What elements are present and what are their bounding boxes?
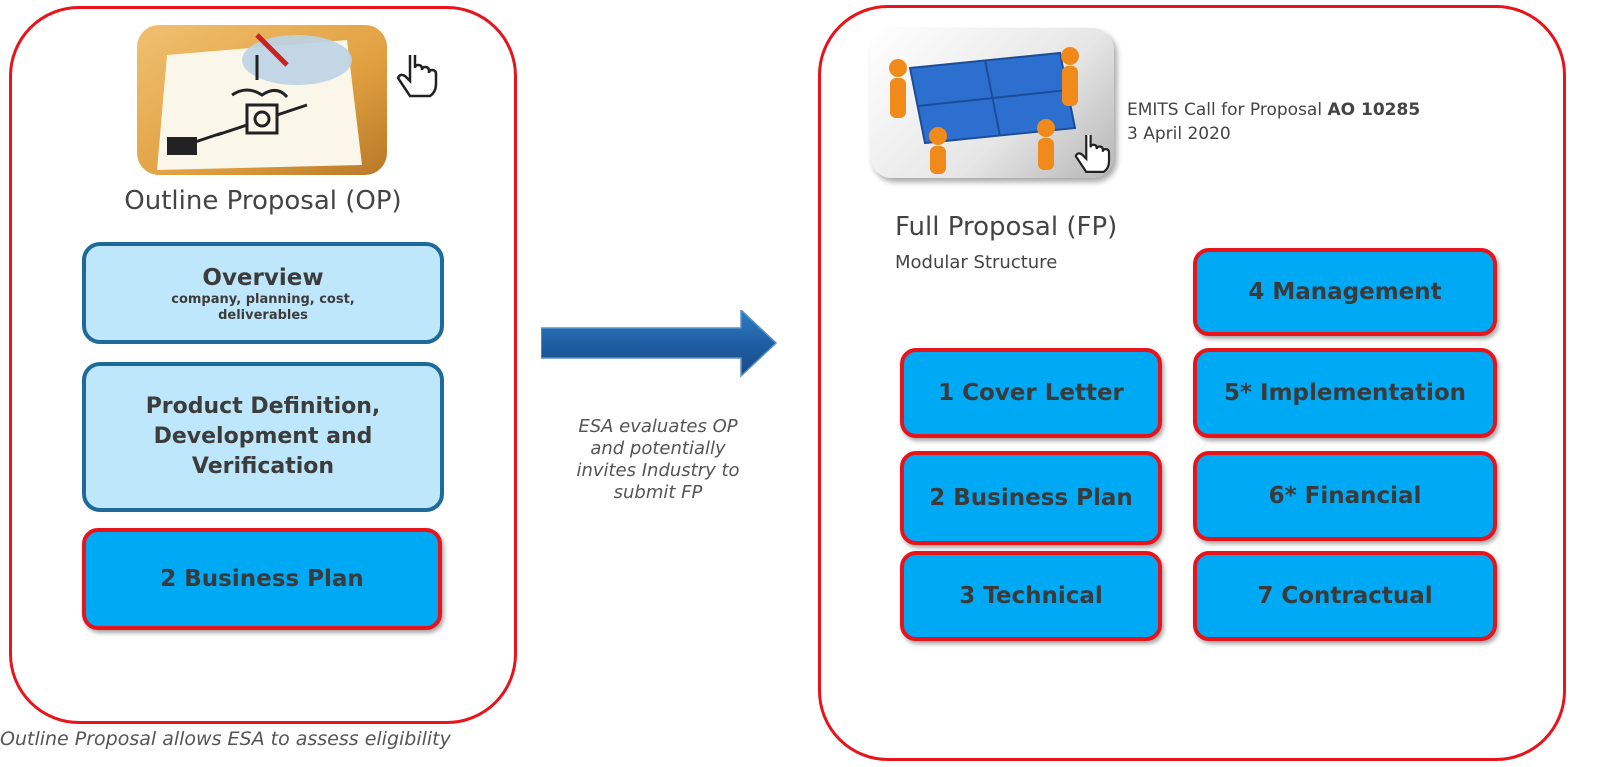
call-text: EMITS Call for Proposal (1127, 100, 1328, 120)
product-definition-box[interactable]: Product Definition, Development and Veri… (82, 362, 444, 512)
module-business-plan[interactable]: 2 Business Plan (900, 451, 1162, 545)
overview-subtitle: company, planning, cost, deliverables (171, 292, 355, 323)
full-proposal-image[interactable] (870, 28, 1114, 178)
outline-proposal-panel (9, 6, 517, 724)
call-date: 3 April 2020 (1127, 124, 1231, 144)
overview-title: Overview (202, 265, 324, 291)
outline-proposal-title: Outline Proposal (OP) (124, 186, 402, 216)
module-management[interactable]: 4 Management (1193, 248, 1497, 336)
call-reference: EMITS Call for Proposal AO 10285 3 April… (1127, 98, 1420, 146)
footer-note: Outline Proposal allows ESA to assess el… (0, 728, 451, 750)
pointer-hand-icon-2 (1074, 131, 1116, 183)
module-cover-letter[interactable]: 1 Cover Letter (900, 348, 1162, 438)
overview-box[interactable]: Overview company, planning, cost, delive… (82, 242, 444, 344)
module-financial[interactable]: 6* Financial (1193, 451, 1497, 541)
full-proposal-title: Full Proposal (FP) (895, 212, 1118, 242)
op-business-plan-box[interactable]: 2 Business Plan (82, 528, 442, 630)
module-contractual[interactable]: 7 Contractual (1193, 551, 1497, 641)
pointer-hand-icon (396, 49, 444, 107)
right-arrow-icon (540, 308, 778, 382)
product-definition-label: Product Definition, Development and Veri… (145, 394, 381, 479)
full-proposal-subtitle: Modular Structure (895, 252, 1058, 273)
arrow-caption: ESA evaluates OP and potentially invites… (576, 416, 740, 503)
call-ref: AO 10285 (1327, 100, 1421, 120)
full-proposal-panel (818, 5, 1566, 761)
module-implementation[interactable]: 5* Implementation (1193, 348, 1497, 438)
outline-proposal-image[interactable] (137, 25, 387, 175)
module-technical[interactable]: 3 Technical (900, 551, 1162, 641)
